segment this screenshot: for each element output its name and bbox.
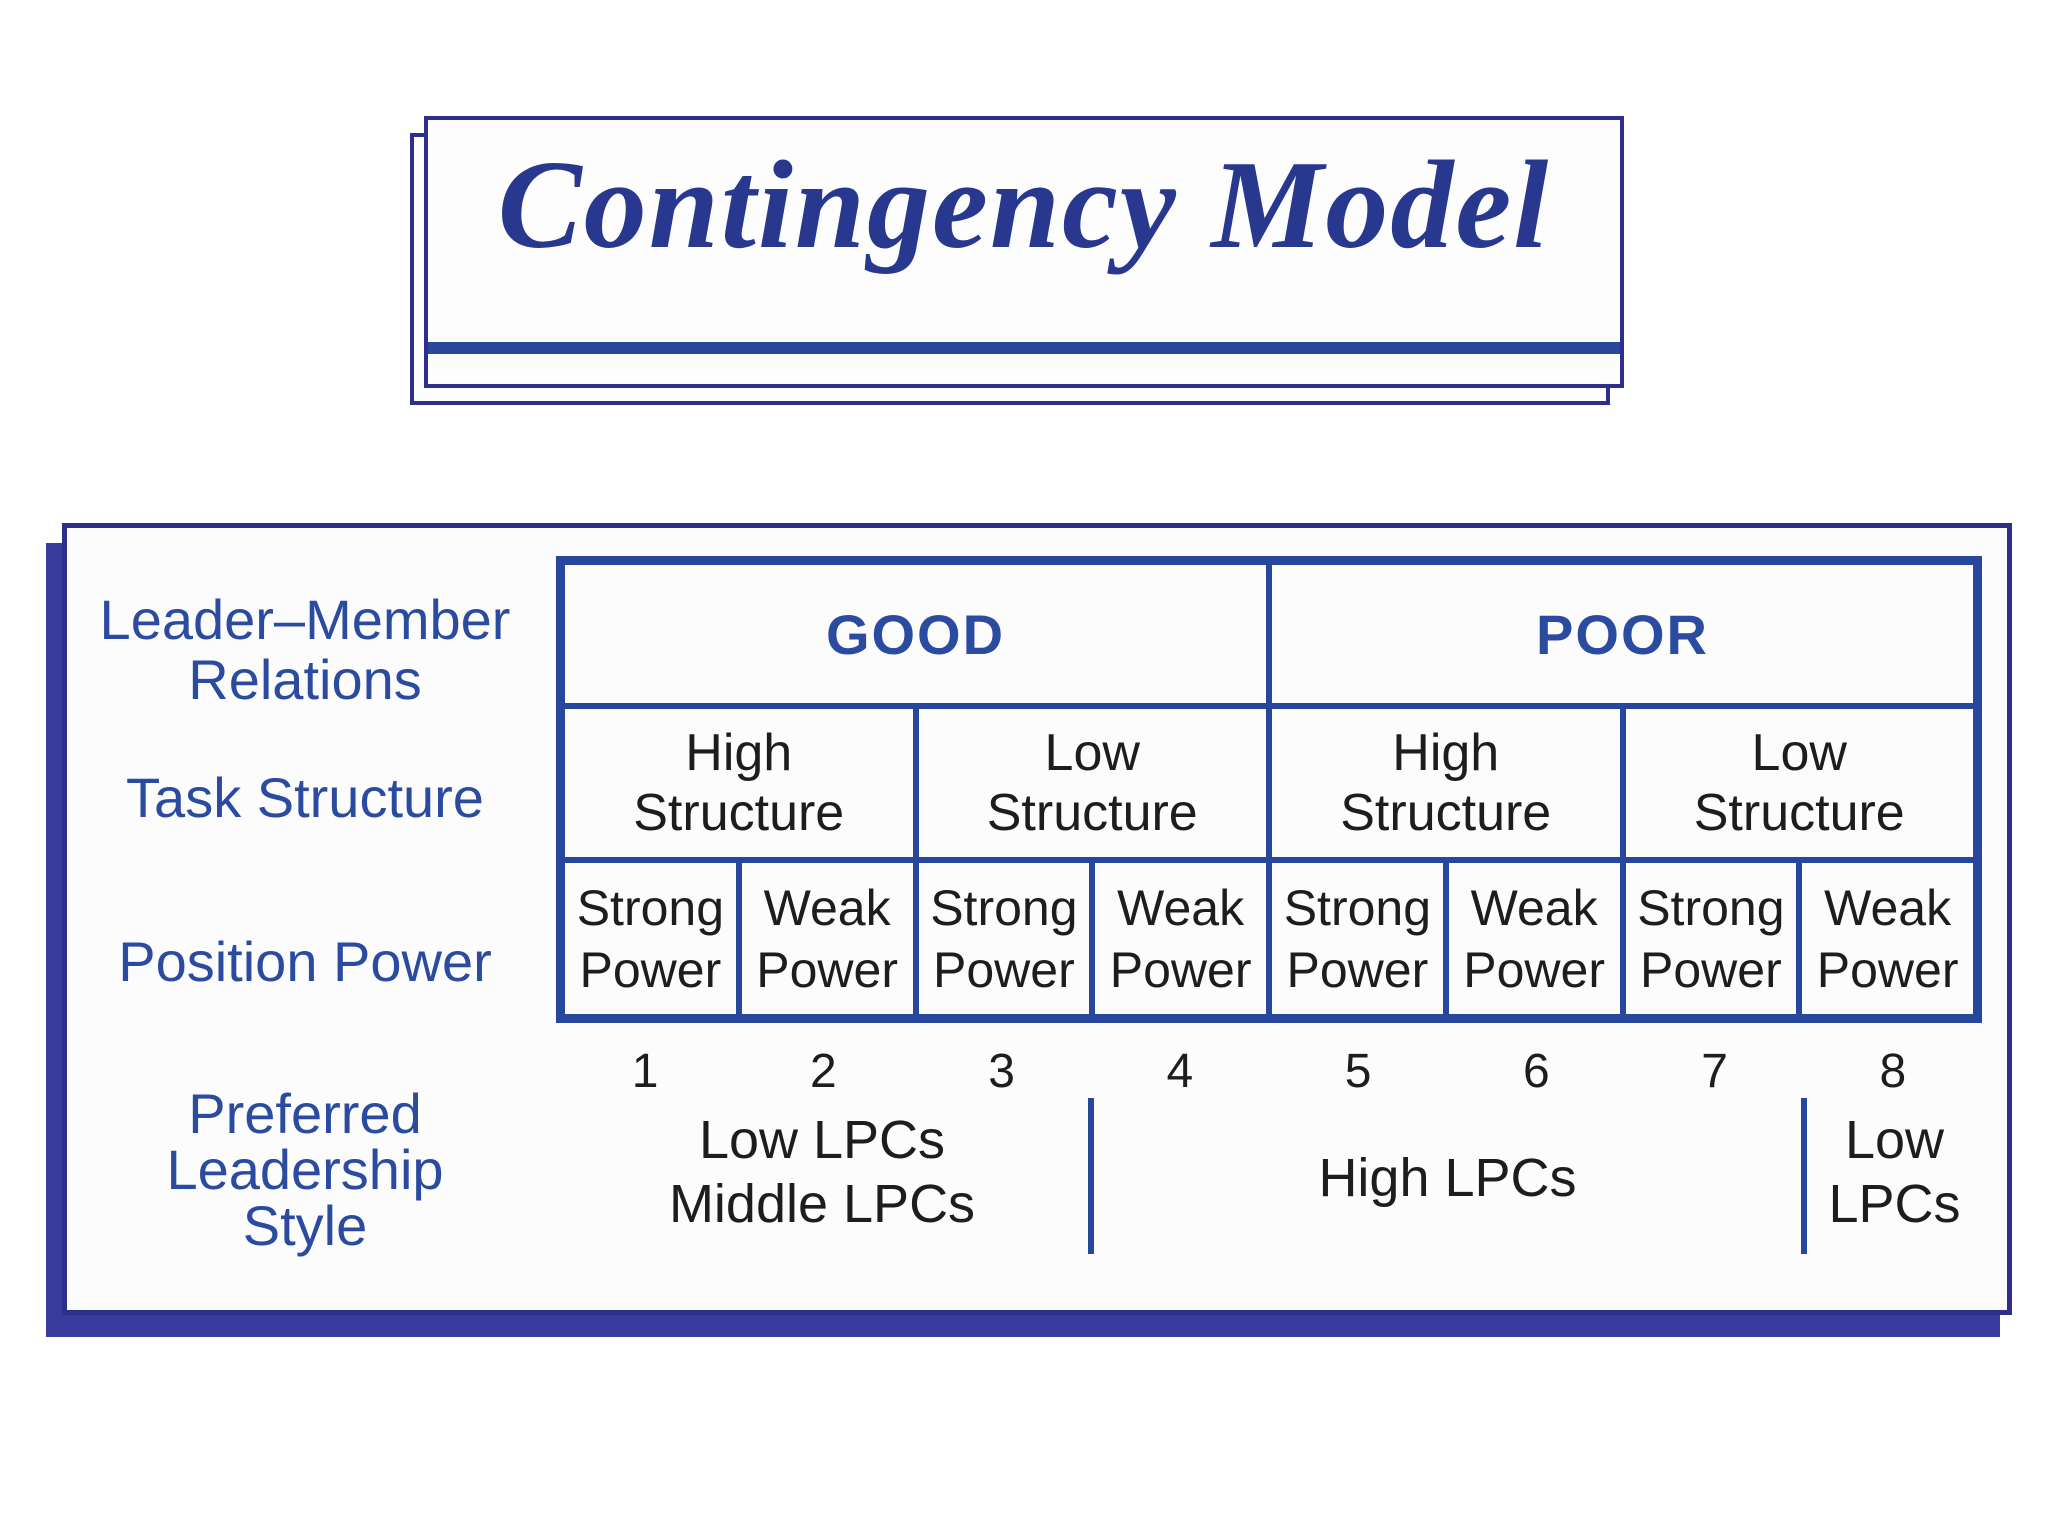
cell-text: Power [933,941,1075,998]
row-label-line: Style [242,1194,368,1257]
relations-cell-good: GOOD [562,562,1269,706]
octant-number-7: 7 [1701,1044,1728,1098]
cell-text: Weak [1470,879,1598,936]
power-cell-7: Strong Power [1622,860,1800,1017]
row-label-task-structure: Task Structure [70,768,540,828]
cell-text: Strong [1283,879,1432,936]
cell-text: Power [1463,941,1605,998]
row-label-position-power: Position Power [70,932,540,992]
power-cell-8: Weak Power [1799,860,1976,1017]
style-text: Low LPCs [698,1110,946,1170]
cell-text: Power [1816,941,1959,998]
row-label-line: Leadership [166,1138,444,1201]
cell-text: Weak [1824,879,1952,936]
structure-cell-3: High Structure [1269,706,1623,860]
cell-text: Power [579,941,722,998]
style-divider-left [1088,1098,1094,1254]
style-group-low-lpcs: Low LPCs [1807,1108,1982,1236]
style-text: Middle LPCs [668,1174,976,1234]
row-label-line: Preferred [188,1082,422,1145]
style-group-low-middle-lpcs: Low LPCs Middle LPCs [556,1108,1088,1236]
title-box: Contingency Model [424,116,1624,388]
style-text: LPCs [1828,1174,1961,1234]
octant-number-2: 2 [810,1044,837,1098]
cell-text: High [1392,724,1500,782]
style-text: Low [1844,1110,1945,1170]
octant-number-8: 8 [1879,1044,1907,1098]
power-cell-3: Strong Power [915,860,1093,1017]
power-cell-5: Strong Power [1269,860,1446,1017]
octant-number-6: 6 [1523,1044,1550,1098]
cell-text: Structure [986,784,1198,842]
contingency-table: GOOD POOR High Structure Low Structure H… [556,556,1982,1023]
style-divider-right [1801,1098,1807,1254]
power-cell-6: Weak Power [1445,860,1623,1017]
cell-text: Strong [930,879,1078,936]
style-group-high-lpcs: High LPCs [1094,1146,1801,1210]
cell-text: Low [1044,724,1140,782]
cell-text: Structure [633,784,845,842]
cell-text: Power [1640,941,1782,998]
cell-text: Power [756,941,898,998]
cell-text: Weak [1117,879,1245,936]
cell-text: Power [1286,941,1429,998]
octant-numbers-row: 1 2 3 4 5 6 7 8 [556,1042,1982,1100]
row-label-line: Relations [188,648,422,711]
row-label-line: Position Power [118,930,492,993]
power-cell-2: Weak Power [738,860,916,1017]
octant-number-3: 3 [988,1044,1015,1098]
structure-cell-2: Low Structure [915,706,1269,860]
cell-text: Low [1751,724,1847,782]
cell-text: Power [1109,941,1252,998]
row-label-preferred-leadership-style: Preferred Leadership Style [70,1086,540,1254]
row-label-leader-member-relations: Leader–Member Relations [70,590,540,710]
octant-number-5: 5 [1344,1044,1372,1098]
row-label-line: Task Structure [126,766,484,829]
power-cell-1: Strong Power [562,860,739,1017]
structure-cell-1: High Structure [562,706,916,860]
cell-text: Strong [1637,879,1785,936]
cell-text: Strong [576,879,725,936]
cell-text: Weak [763,879,891,936]
power-cell-4: Weak Power [1092,860,1269,1017]
style-text: High LPCs [1318,1148,1577,1208]
relations-cell-poor: POOR [1269,562,1976,706]
cell-text: Structure [1693,784,1905,842]
cell-text: High [685,724,793,782]
structure-cell-4: Low Structure [1622,706,1976,860]
octant-number-4: 4 [1166,1044,1194,1098]
slide-title: Contingency Model [497,136,1551,275]
cell-text: Structure [1340,784,1552,842]
title-underline-rule [428,342,1620,354]
row-label-line: Leader–Member [99,588,511,651]
octant-number-1: 1 [631,1044,659,1098]
